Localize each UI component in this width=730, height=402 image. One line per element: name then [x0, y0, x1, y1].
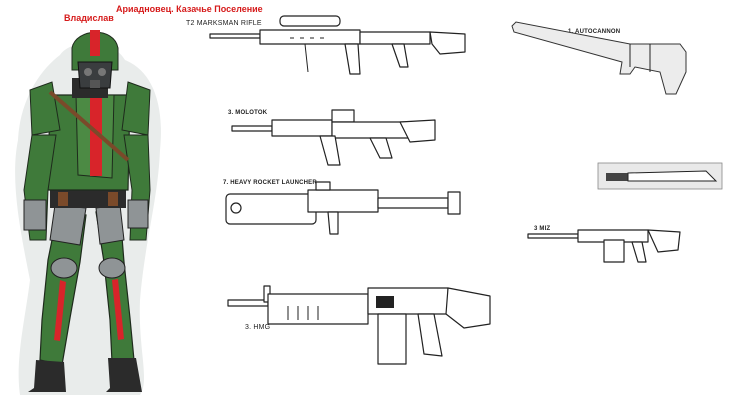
- character-name-caption: Владислав: [64, 13, 114, 23]
- rocket-launcher-label: 7. HEAVY ROCKET LAUNCHER: [223, 180, 317, 186]
- smg-label: 3 MIZ: [534, 226, 551, 232]
- marksman-rifle-drawing: [209, 15, 466, 75]
- autocannon-drawing: [511, 21, 687, 95]
- hmg-label: 3. HMG: [245, 324, 271, 331]
- molotok-label: 3. MOLOTOK: [228, 110, 268, 116]
- molotok-drawing: [231, 109, 436, 166]
- smg-drawing: [527, 229, 681, 263]
- marksman-rifle-label: T2 MARKSMAN RIFLE: [186, 20, 262, 27]
- soldier-figure: [15, 30, 161, 395]
- hmg-drawing: [227, 285, 491, 365]
- rocket-launcher-drawing: [225, 181, 461, 235]
- autocannon-label: 1. AUTOCANNON: [568, 29, 621, 35]
- settlement-caption: Ариадновец. Казачье Поселение: [116, 4, 263, 14]
- combat-knife-drawing: [597, 162, 723, 190]
